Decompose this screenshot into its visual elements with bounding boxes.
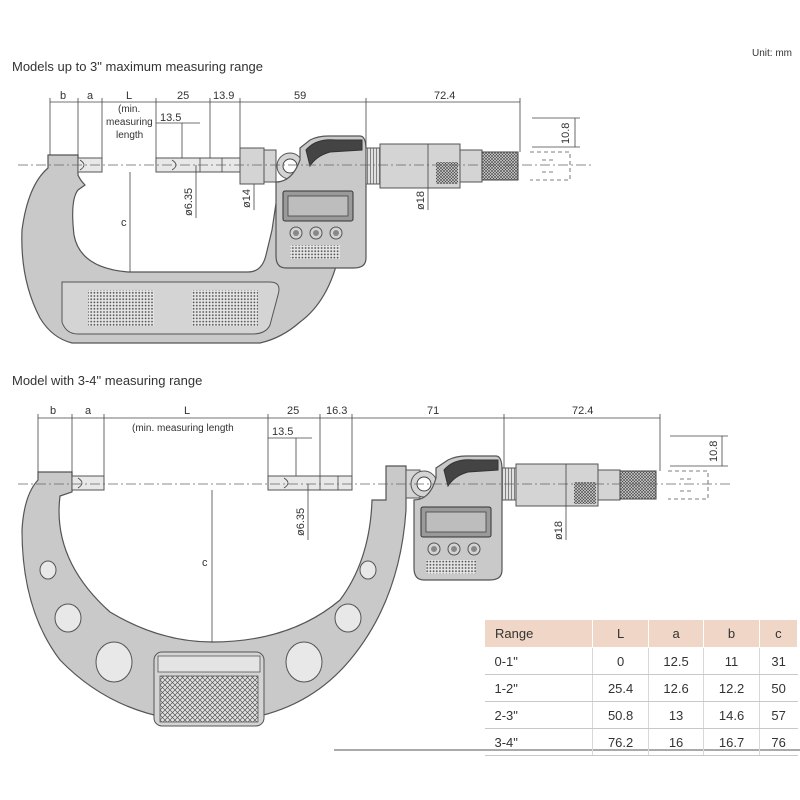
top-min-line3: length xyxy=(116,130,143,141)
cell-range: 0-1" xyxy=(484,647,593,675)
cell-b: 14.6 xyxy=(703,701,760,729)
bottom-dim-13-5: 13.5 xyxy=(272,426,293,438)
bottom-caption: Model with 3-4" measuring range xyxy=(12,373,202,388)
top-dim-13-5: 13.5 xyxy=(160,112,181,124)
bottom-dim-L: L xyxy=(184,405,190,417)
header-c: c xyxy=(758,619,799,648)
cell-a: 12.6 xyxy=(647,674,704,702)
bottom-spindle xyxy=(267,475,353,491)
bottom-frame-hole-6 xyxy=(359,560,377,580)
top-ratchet-extension xyxy=(530,151,571,181)
table-row: 3-4" 76.2 16 16.7 76 xyxy=(484,728,798,756)
bottom-dim-16-3: 16.3 xyxy=(326,405,347,417)
top-sleeve-graduation xyxy=(365,147,381,185)
top-dim-L: L xyxy=(126,90,132,102)
cell-range: 2-3" xyxy=(484,701,593,729)
top-dim-phi18: ø18 xyxy=(415,191,427,210)
bottom-ratchet xyxy=(619,470,657,500)
top-ratchet xyxy=(481,151,519,181)
cell-b: 16.7 xyxy=(703,728,760,756)
top-min-line1: (min. xyxy=(118,104,140,115)
bottom-dim-72-4: 72.4 xyxy=(572,405,593,417)
top-dim-25: 25 xyxy=(177,90,189,102)
top-micrometer xyxy=(18,135,592,344)
top-dim-phi6-35: ø6.35 xyxy=(183,188,195,216)
top-dimension-labels: b a L (min. measuring length 25 13.9 59 … xyxy=(60,90,572,229)
bottom-ratchet-extension xyxy=(668,470,709,500)
table-row: 2-3" 50.8 13 14.6 57 xyxy=(484,701,798,729)
top-dim-59: 59 xyxy=(294,90,306,102)
top-dim-a: a xyxy=(87,90,94,102)
bottom-dim-25: 25 xyxy=(287,405,299,417)
bottom-dim-a: a xyxy=(85,405,92,417)
cell-a: 16 xyxy=(647,728,704,756)
top-dim-72-4: 72.4 xyxy=(434,90,455,102)
range-table-header: Range L a b c xyxy=(483,619,799,648)
table-row: 0-1" 0 12.5 11 31 xyxy=(484,647,798,675)
cell-c: 57 xyxy=(758,701,798,729)
bottom-dim-b: b xyxy=(50,405,56,417)
bottom-dim-71: 71 xyxy=(427,405,439,417)
bottom-frame-hole-5 xyxy=(334,603,362,633)
cell-range: 1-2" xyxy=(484,674,593,702)
cell-L: 25.4 xyxy=(592,674,649,702)
top-min-line2: measuring xyxy=(106,117,153,128)
top-dim-phi14: ø14 xyxy=(241,189,253,208)
cell-a: 13 xyxy=(647,701,704,729)
unit-label: Unit: mm xyxy=(752,48,792,59)
top-caption: Models up to 3" maximum measuring range xyxy=(12,59,263,74)
cell-c: 76 xyxy=(758,728,798,756)
bottom-min-text: (min. measuring length xyxy=(132,423,234,434)
bottom-frame-hole-2 xyxy=(54,603,82,633)
cell-c: 31 xyxy=(758,647,798,675)
header-b: b xyxy=(703,619,760,648)
bottom-dim-10-8: 10.8 xyxy=(708,441,720,462)
cell-range: 3-4" xyxy=(484,728,593,756)
bottom-dim-phi6-35: ø6.35 xyxy=(295,508,307,536)
range-table: Range L a b c 0-1" 0 12.5 11 31 1-2" 25.… xyxy=(483,619,799,756)
bottom-frame-hole-1 xyxy=(39,560,57,580)
cell-b: 11 xyxy=(703,647,760,675)
top-grip-dots-left xyxy=(88,290,154,326)
cell-b: 12.2 xyxy=(703,674,760,702)
top-dim-13-9: 13.9 xyxy=(213,90,234,102)
bottom-anvil xyxy=(71,475,105,491)
top-dim-10-8: 10.8 xyxy=(560,123,572,144)
cell-L: 76.2 xyxy=(592,728,649,756)
bottom-frame-hole-4 xyxy=(285,641,323,683)
header-range: Range xyxy=(483,619,594,648)
header-a: a xyxy=(647,619,705,648)
bottom-micrometer xyxy=(18,455,730,727)
bottom-dim-phi18: ø18 xyxy=(553,521,565,540)
header-L: L xyxy=(592,619,649,648)
bottom-dim-c: c xyxy=(202,557,208,569)
top-dimensions xyxy=(49,98,580,272)
top-display-top-band xyxy=(305,139,363,168)
cell-L: 0 xyxy=(592,647,649,675)
table-row: 1-2" 25.4 12.6 12.2 50 xyxy=(484,674,798,702)
top-grip-dots-right xyxy=(192,290,258,326)
top-spindle-sleeve xyxy=(239,147,265,185)
cell-c: 50 xyxy=(758,674,798,702)
cell-a: 12.5 xyxy=(647,647,704,675)
cell-L: 50.8 xyxy=(592,701,649,729)
bottom-dimension-labels: b a L (min. measuring length 25 16.3 71 … xyxy=(50,405,720,569)
bottom-dimensions xyxy=(37,414,728,642)
bottom-display-top-band xyxy=(443,459,499,488)
top-dim-b: b xyxy=(60,90,66,102)
top-dim-c: c xyxy=(121,217,127,229)
bottom-frame-hole-3 xyxy=(95,641,133,683)
bottom-grip-hatch xyxy=(159,675,259,723)
